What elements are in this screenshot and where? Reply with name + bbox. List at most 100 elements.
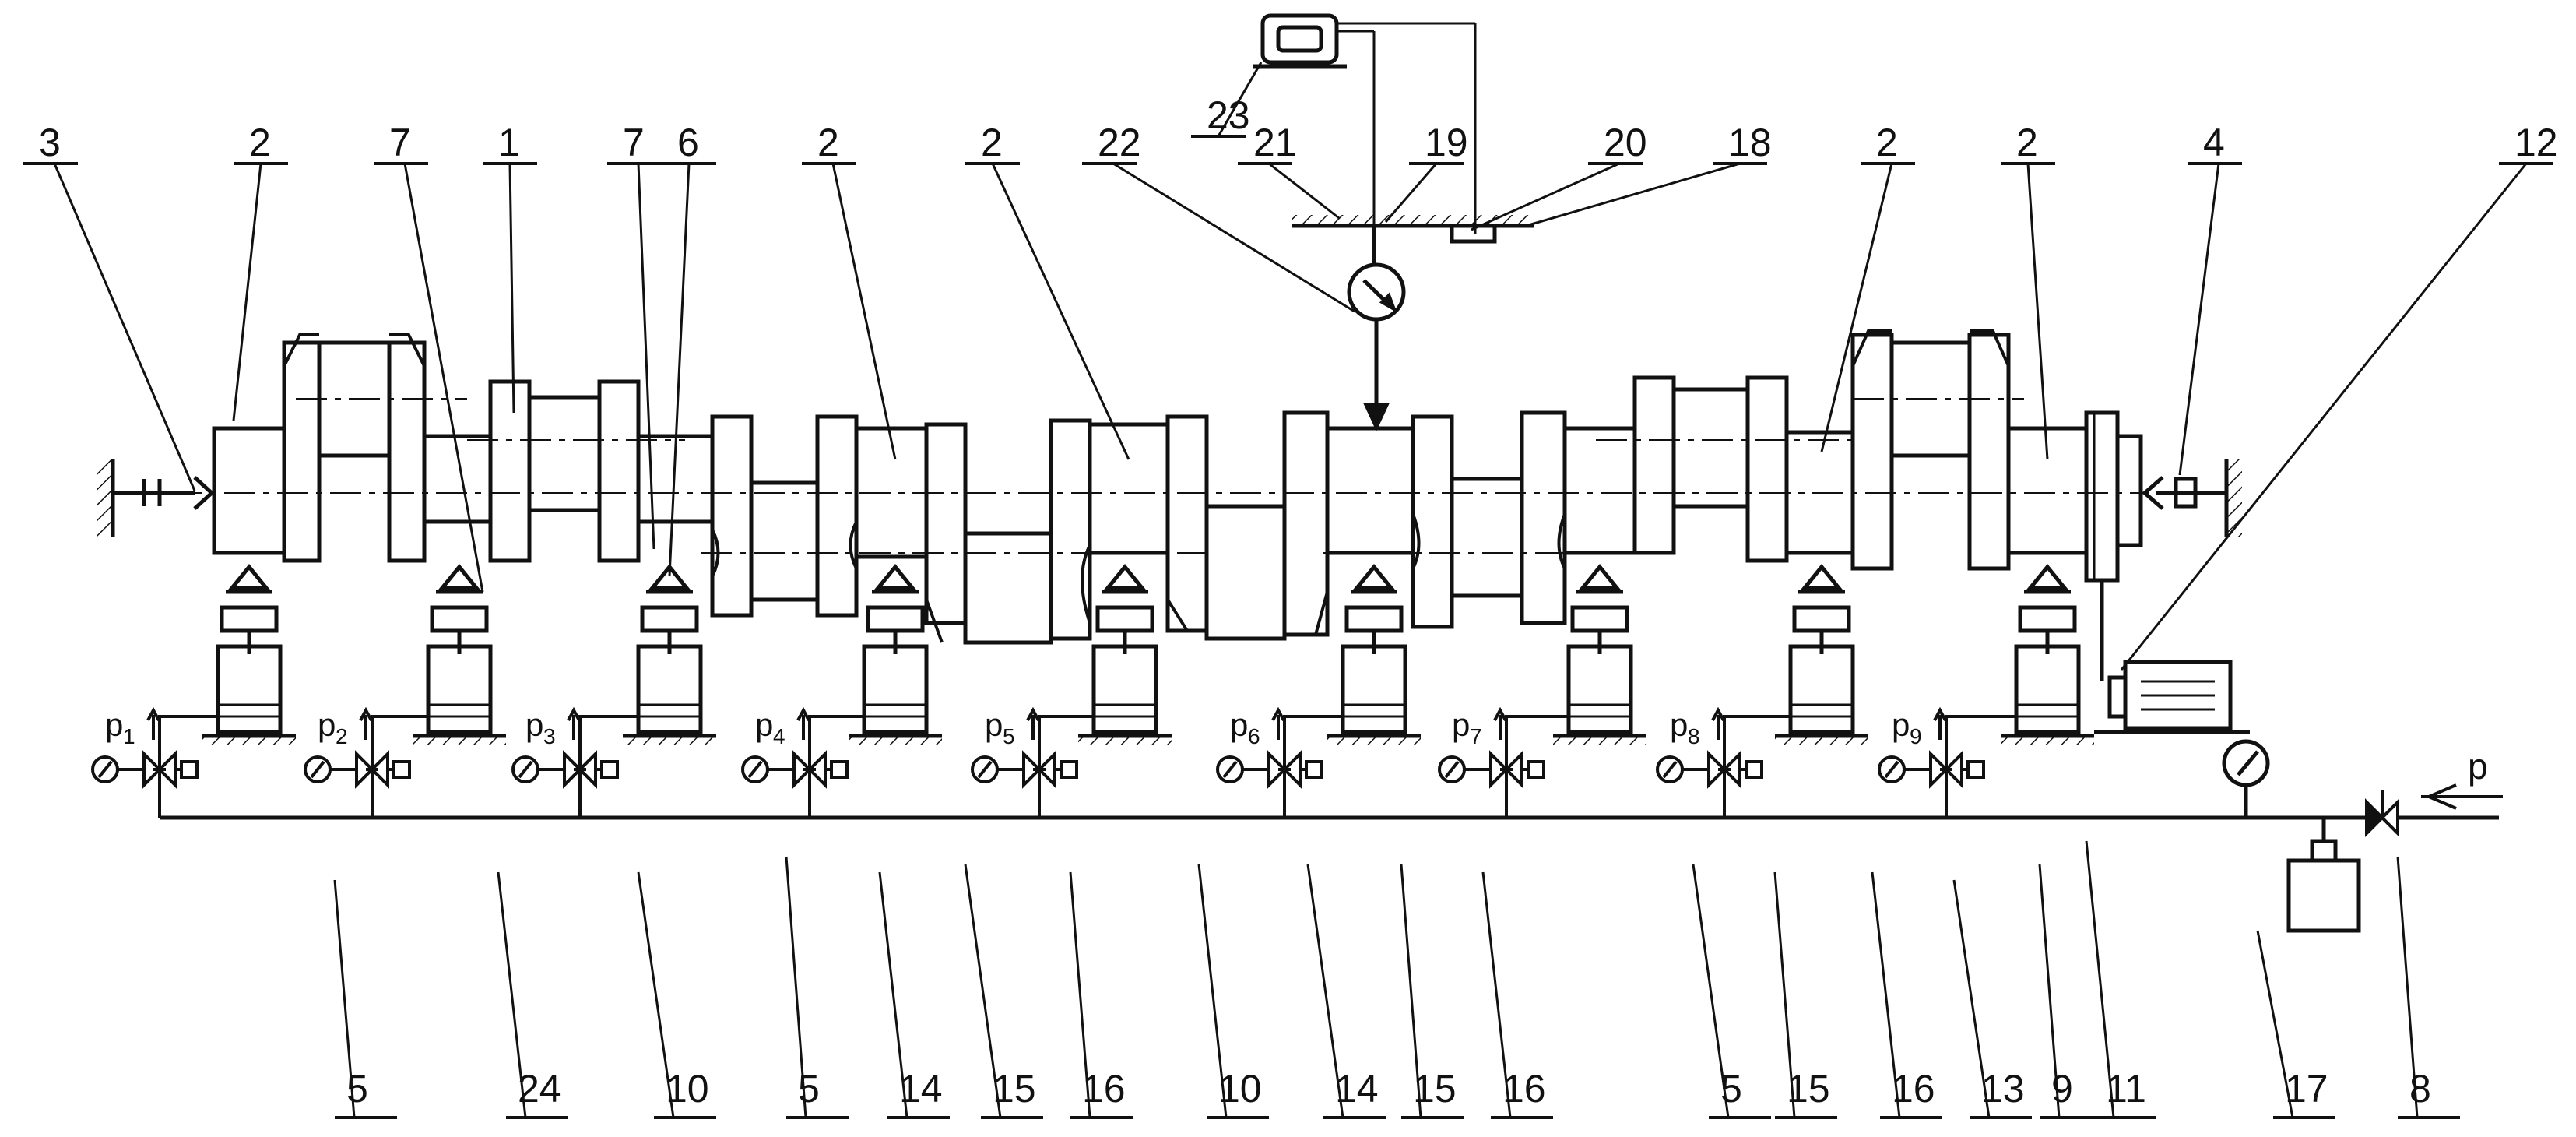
callout: 7 bbox=[374, 121, 484, 593]
crank-web bbox=[488, 379, 532, 563]
callout-label: 3 bbox=[39, 121, 61, 164]
pressure-label: p bbox=[755, 706, 773, 743]
pressure-label: p bbox=[1670, 706, 1688, 743]
callout-label: 16 bbox=[1892, 1067, 1935, 1111]
crankpin bbox=[1204, 504, 1287, 641]
crankshaft bbox=[171, 329, 2149, 645]
hydraulic-support bbox=[413, 564, 506, 745]
pressure-label: p bbox=[318, 706, 336, 743]
pressure-label-index: 1 bbox=[123, 724, 135, 748]
callout-label: 2 bbox=[1876, 121, 1898, 164]
callout: 22 bbox=[1082, 121, 1355, 313]
dial-indicator-assembly bbox=[1253, 13, 1534, 431]
hydraulic-support bbox=[2001, 564, 2094, 745]
pressure-regulator bbox=[304, 706, 428, 818]
measuring-unit bbox=[1260, 13, 1339, 65]
callout: 16 bbox=[1871, 871, 1942, 1119]
callout-label: 14 bbox=[1335, 1067, 1379, 1111]
crank-web bbox=[1967, 333, 2011, 571]
hydraulic-supports bbox=[202, 564, 2094, 745]
callout-label: 16 bbox=[1502, 1067, 1546, 1111]
hydraulic-support bbox=[202, 564, 296, 745]
callout-label: 10 bbox=[666, 1067, 709, 1111]
pressure-label-index: 7 bbox=[1470, 724, 1482, 748]
callout-label: 17 bbox=[2285, 1067, 2328, 1111]
pressure-regulator bbox=[1878, 706, 2016, 818]
pressure-label: p bbox=[105, 706, 123, 743]
callout: 7 bbox=[607, 121, 662, 550]
crankpin bbox=[1671, 387, 1750, 509]
callout: 14 bbox=[1306, 864, 1386, 1119]
hydraulic-support bbox=[623, 564, 716, 745]
callout: 15 bbox=[964, 864, 1043, 1119]
callout: 16 bbox=[1481, 871, 1553, 1119]
main-journal bbox=[1562, 426, 1637, 555]
callout: 5 bbox=[785, 856, 849, 1119]
hydraulic-support bbox=[1078, 564, 1172, 745]
callout: 16 bbox=[1069, 871, 1133, 1119]
callout: 2 bbox=[1820, 121, 1915, 452]
callout: 2 bbox=[965, 121, 1130, 460]
callout: 12 bbox=[2120, 121, 2558, 671]
callout-label: 19 bbox=[1425, 121, 1468, 164]
pressure-label-index: 4 bbox=[773, 724, 785, 748]
callout-label: 4 bbox=[2203, 121, 2225, 164]
pressure-regulator bbox=[971, 706, 1094, 818]
callout-label: 10 bbox=[1218, 1067, 1262, 1111]
callout-label: 9 bbox=[2051, 1067, 2073, 1111]
callout-label: 6 bbox=[677, 121, 699, 164]
callout: 15 bbox=[1773, 871, 1837, 1119]
callout-label: 21 bbox=[1253, 121, 1297, 164]
hydraulic-support bbox=[1775, 564, 1868, 745]
callout-label: 16 bbox=[1082, 1067, 1126, 1111]
pressure-regulator bbox=[91, 706, 218, 818]
crankpin bbox=[1450, 477, 1524, 598]
hydraulic-support bbox=[1327, 564, 1421, 745]
crank-web bbox=[815, 414, 859, 618]
crank-web bbox=[1632, 375, 1676, 555]
callout: 3 bbox=[23, 121, 196, 491]
main-pressure-line bbox=[160, 783, 2503, 820]
pressure-regulators bbox=[91, 706, 2016, 818]
crank-web bbox=[1165, 414, 1209, 633]
right-centre bbox=[2142, 459, 2242, 537]
callout-label: 14 bbox=[899, 1067, 943, 1111]
callout-label: 18 bbox=[1728, 121, 1772, 164]
callout: 5 bbox=[1692, 864, 1771, 1119]
pressure-regulator bbox=[511, 706, 638, 818]
crank-web bbox=[1745, 375, 1789, 563]
callout-label: 15 bbox=[1413, 1067, 1457, 1111]
crank-web bbox=[387, 340, 427, 563]
pressure-label-index: 9 bbox=[1910, 724, 1922, 748]
callout: 4 bbox=[2178, 121, 2242, 476]
callout-label: 24 bbox=[518, 1067, 561, 1111]
callout-label: 2 bbox=[981, 121, 1003, 164]
pressure-regulator bbox=[1438, 706, 1569, 818]
crank-web bbox=[1411, 414, 1454, 629]
callout-label: 5 bbox=[1720, 1067, 1742, 1111]
callout: 10 bbox=[637, 871, 716, 1119]
pressure-label-index: 2 bbox=[336, 724, 348, 748]
callout: 21 bbox=[1238, 121, 1340, 220]
callout-label: 20 bbox=[1604, 121, 1647, 164]
pressure-label: p bbox=[985, 706, 1003, 743]
callout: 10 bbox=[1197, 864, 1269, 1119]
inlet-valve bbox=[2365, 790, 2399, 837]
hydraulic-support bbox=[1553, 564, 1646, 745]
callout-label: 11 bbox=[2106, 1067, 2146, 1111]
left-centre bbox=[97, 459, 215, 537]
pressure-label: p bbox=[1230, 706, 1248, 743]
callout: 2 bbox=[802, 121, 897, 460]
callout: 17 bbox=[2256, 930, 2335, 1119]
crank-web bbox=[710, 414, 754, 618]
pressure-label: p bbox=[525, 706, 543, 743]
callout: 14 bbox=[878, 871, 950, 1119]
callout-label: 2 bbox=[249, 121, 271, 164]
callout: 5 bbox=[333, 879, 397, 1119]
accumulator bbox=[2286, 818, 2361, 933]
callout-label: 12 bbox=[2514, 121, 2558, 164]
hydraulic-support bbox=[849, 564, 942, 745]
main-journal bbox=[212, 426, 286, 555]
